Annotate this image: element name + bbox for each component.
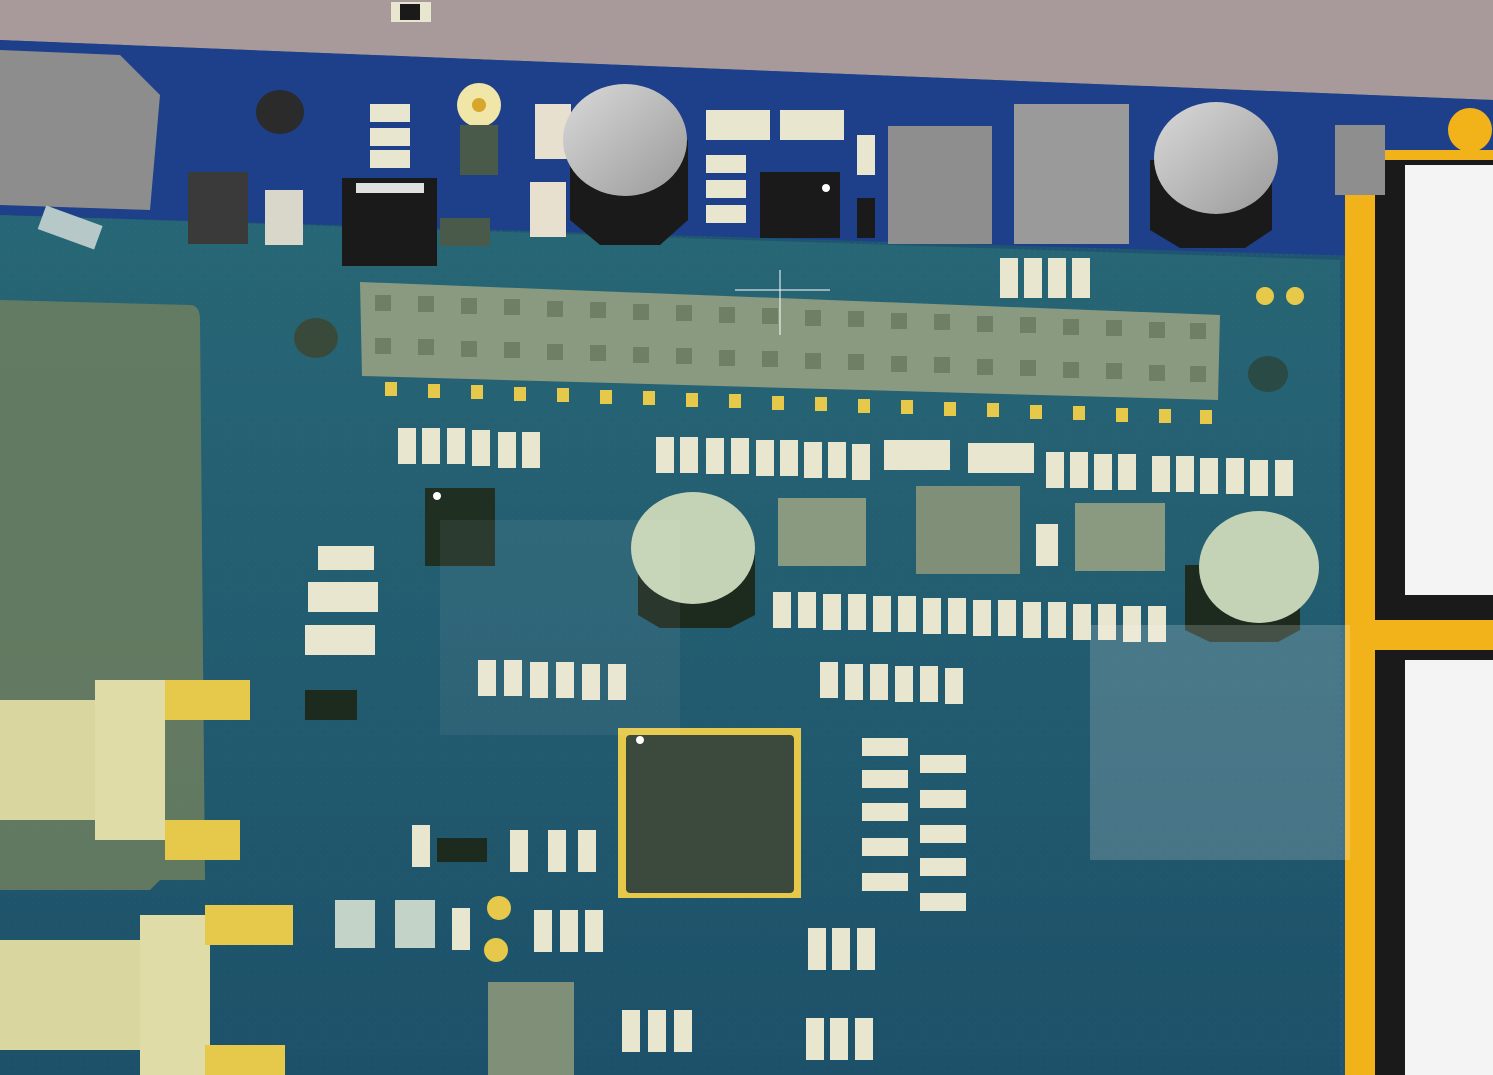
soldermask-region [0, 215, 1340, 1075]
pin1-marker [636, 736, 644, 744]
resistor-smd[interactable] [706, 205, 746, 223]
electrolytic-capacitor[interactable] [563, 84, 687, 196]
sot-ic[interactable] [440, 218, 490, 246]
jack-pin [37, 205, 103, 250]
mounting-hole [1248, 356, 1288, 392]
pin1-marker [433, 492, 441, 500]
resistor-smd[interactable] [370, 150, 410, 168]
inductor[interactable] [1335, 125, 1385, 195]
inductor[interactable] [778, 498, 866, 566]
sma-flange [140, 915, 210, 1075]
regulator-tab [356, 183, 424, 193]
resistor-array[interactable] [305, 428, 1293, 704]
soic-ic[interactable] [425, 488, 495, 566]
selection-highlight [1090, 625, 1350, 860]
tssop-ic[interactable] [916, 486, 1020, 574]
capacitor-smd[interactable] [530, 182, 566, 237]
sma-pad [205, 1045, 285, 1075]
qfp-ic-main[interactable] [626, 735, 794, 893]
sot23-ic[interactable] [437, 838, 487, 862]
resistor-smd[interactable] [1024, 258, 1042, 298]
soic-ic[interactable] [760, 172, 840, 238]
test-point [484, 938, 508, 962]
inductor[interactable] [888, 126, 992, 244]
sma-connector[interactable] [0, 940, 150, 1050]
sma-flange [95, 680, 165, 840]
sma-pad [165, 680, 250, 720]
header-solder-pads [385, 382, 1212, 424]
selection-highlight [440, 520, 680, 735]
resistor-smd[interactable] [1036, 524, 1058, 566]
resistor-smd[interactable] [370, 128, 410, 146]
resistor-smd[interactable] [706, 155, 746, 173]
connector-pins-area [1405, 660, 1493, 1075]
crystal[interactable] [395, 900, 435, 948]
electrolytic-capacitor[interactable] [1199, 511, 1319, 623]
via [1256, 287, 1274, 305]
connector-mount [1448, 108, 1492, 152]
electrolytic-capacitor[interactable] [1154, 102, 1278, 214]
mounting-hole [294, 318, 338, 358]
sma-pad [165, 820, 240, 860]
resistor-smd[interactable] [857, 135, 875, 175]
barrel-jack [0, 50, 160, 210]
connector-pins-area [1405, 165, 1493, 595]
inductor[interactable] [1075, 503, 1165, 571]
sot-ic[interactable] [460, 125, 498, 175]
capacitor-smd[interactable] [265, 190, 303, 245]
test-point [487, 896, 511, 920]
resistor-smd[interactable] [780, 110, 844, 140]
crystal[interactable] [335, 900, 375, 948]
resistor-smd[interactable] [1000, 258, 1018, 298]
resistor-column[interactable] [412, 738, 966, 1060]
sma-pad [205, 905, 293, 945]
electrolytic-capacitor[interactable] [631, 492, 755, 604]
tssop-ic[interactable] [488, 982, 574, 1075]
sot23-ic[interactable] [305, 690, 357, 720]
header-pins [375, 295, 1206, 382]
resistor-body [400, 4, 420, 20]
pin1-marker [822, 184, 830, 192]
resistor-smd[interactable] [706, 110, 770, 140]
resistor-smd[interactable] [370, 104, 410, 122]
inductor[interactable] [1014, 104, 1129, 244]
resistor-smd[interactable] [1048, 258, 1066, 298]
via [1286, 287, 1304, 305]
test-point-center [472, 98, 486, 112]
resistor-smd[interactable] [857, 198, 875, 238]
pin-header-2x20[interactable] [360, 282, 1220, 400]
resistor-smd[interactable] [1072, 258, 1090, 298]
mounting-hole [256, 90, 304, 134]
resistor-smd[interactable] [706, 180, 746, 198]
diode-smd[interactable] [188, 172, 248, 244]
